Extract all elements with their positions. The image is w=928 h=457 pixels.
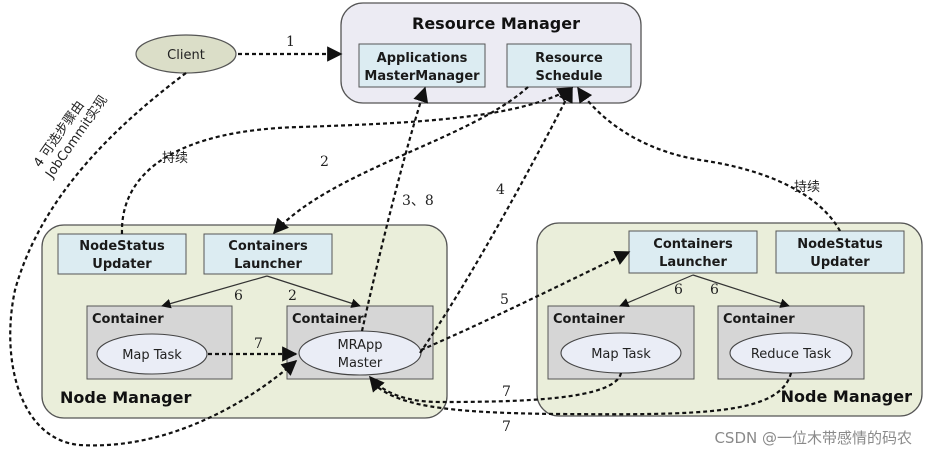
label-step6-right-b: 6 <box>710 282 719 298</box>
arrow-step4 <box>419 86 573 354</box>
apps-master-manager-line1: Applications <box>377 51 468 66</box>
resource-schedule-line1: Resource <box>535 51 603 66</box>
label-step2-inner: 2 <box>288 288 297 304</box>
label-continue-right: 持续 <box>794 180 820 195</box>
container-reduce-task: Container Reduce Task <box>717 305 865 380</box>
client-node: Client <box>135 34 237 74</box>
node-status-updater-right: NodeStatus Updater <box>775 230 905 274</box>
arrow-launch-mrapp <box>266 275 361 308</box>
label-step7-bottom-a: 7 <box>502 384 511 400</box>
label-step7-bottom-b: 7 <box>502 419 511 435</box>
label-step1: 1 <box>286 34 295 50</box>
container-title: Container <box>553 312 625 327</box>
arrow-launch-reduce <box>692 274 790 308</box>
label-step3-8: 3、8 <box>402 193 434 209</box>
nsu-left-line1: NodeStatus <box>79 239 165 254</box>
cl-left-line1: Containers <box>228 239 308 254</box>
arrow-step2 <box>272 86 529 235</box>
arrow-continue-left <box>120 87 574 235</box>
cl-right-line2: Launcher <box>659 255 727 270</box>
node-manager-left-title: Node Manager <box>60 388 191 407</box>
nsu-left-line2: Updater <box>92 257 152 272</box>
arrow-step3-8 <box>360 86 429 332</box>
arrow-launch-map-right <box>619 274 694 308</box>
arrow-step7-reduce <box>371 372 793 416</box>
map-task-label: Map Task <box>591 347 651 362</box>
label-step7-left: 7 <box>254 336 263 352</box>
label-step4: 4 <box>496 182 505 198</box>
launch-arrows <box>161 274 790 309</box>
container-map-task-left: Container Map Task <box>86 305 233 380</box>
cl-right-line1: Containers <box>653 237 733 252</box>
label-step2: 2 <box>320 154 329 170</box>
arrow-step4-optional <box>9 72 298 447</box>
client-label: Client <box>167 48 205 63</box>
node-manager-left: NodeStatus Updater Containers Launcher C… <box>41 224 448 419</box>
arrow-step5 <box>420 251 631 352</box>
mrapp-line1: MRApp <box>337 338 382 353</box>
watermark: CSDN @一位木带感情的码农 <box>714 429 912 447</box>
nsu-right-line1: NodeStatus <box>797 237 883 252</box>
containers-launcher-left: Containers Launcher <box>203 233 333 275</box>
resource-manager-title: Resource Manager <box>412 14 580 33</box>
nsu-right-line2: Updater <box>810 255 870 270</box>
arrow-continue-right <box>577 86 841 232</box>
node-status-updater-left: NodeStatus Updater <box>57 233 187 275</box>
container-mrapp-master: Container MRApp Master <box>286 305 434 380</box>
label-step6-right-a: 6 <box>674 282 683 298</box>
resource-schedule-line2: Schedule <box>536 69 603 84</box>
container-title: Container <box>292 312 364 327</box>
container-map-task-right: Container Map Task <box>547 305 695 380</box>
resource-schedule-box: Resource Schedule <box>506 43 632 88</box>
cl-left-line2: Launcher <box>234 257 302 272</box>
node-manager-right: Containers Launcher NodeStatus Updater C… <box>536 222 923 417</box>
containers-launcher-right: Containers Launcher <box>628 230 758 274</box>
reduce-task-label: Reduce Task <box>751 347 832 362</box>
label-step6-left: 6 <box>234 288 243 304</box>
message-arrows <box>9 46 841 447</box>
label-step5: 5 <box>500 292 509 308</box>
resource-manager: Resource Manager Applications MasterMana… <box>340 2 642 104</box>
arrow-launch-map-left <box>161 275 268 309</box>
arrow-step7-map-right <box>369 372 623 404</box>
mrapp-line2: Master <box>338 356 383 371</box>
container-title: Container <box>723 312 795 327</box>
container-title: Container <box>92 312 164 327</box>
node-manager-right-title: Node Manager <box>781 387 912 406</box>
label-continue-left: 持续 <box>162 151 188 166</box>
applications-master-manager-box: Applications MasterManager <box>358 43 486 88</box>
apps-master-manager-line2: MasterManager <box>364 69 480 84</box>
map-task-label: Map Task <box>122 348 182 363</box>
